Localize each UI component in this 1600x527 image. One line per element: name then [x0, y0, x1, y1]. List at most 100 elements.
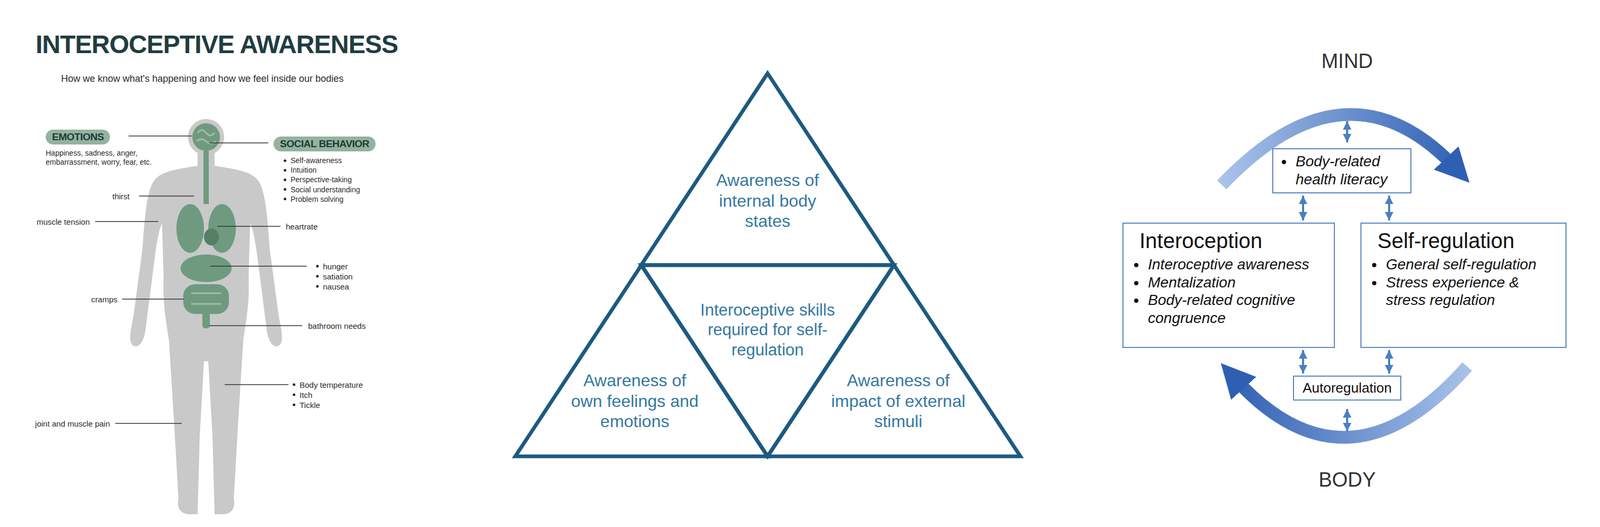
double-arrow	[1301, 350, 1305, 374]
bullet-label: Tickle	[292, 400, 321, 410]
cycle-arrows	[1234, 366, 1468, 438]
body-silhouette	[130, 152, 283, 515]
bullet-label: nausea	[316, 282, 350, 292]
label-text: hunger	[322, 261, 348, 271]
bullet-dot	[316, 285, 319, 288]
bullet-text: Mentalization	[1147, 273, 1236, 292]
box-heading: Interoception	[1139, 227, 1327, 254]
organs	[176, 203, 204, 253]
leader-lines	[210, 265, 307, 267]
bullet-row: Body-related cognitive congruence	[1130, 291, 1327, 327]
label-text: Tickle	[299, 400, 321, 410]
bullet-dot	[283, 188, 287, 191]
triangle-text: Interoceptive skills required for self-r…	[682, 300, 853, 360]
bullet-text: Self-awareness	[290, 155, 343, 166]
annotation-label: BODY	[1318, 468, 1376, 492]
bullet-dot	[283, 178, 287, 182]
bullet-row: Self-awareness	[283, 155, 376, 166]
bullet-dot	[316, 265, 319, 268]
label-text: How we know what's happening and how we …	[61, 73, 344, 85]
triangle-outline	[767, 265, 1021, 457]
leader-lines	[217, 225, 281, 227]
literacy-box: Body-related health literacy	[1272, 148, 1412, 194]
bullet-text: Intuition	[290, 165, 317, 175]
bullet-text: Problem solving	[290, 194, 344, 204]
triangle-outline	[641, 265, 895, 457]
bullet-row: Interoceptive awareness	[1130, 255, 1327, 274]
leader-lines	[122, 298, 184, 300]
annotation-label: heartrate	[285, 222, 318, 232]
diagram-title: INTEROCEPTIVE AWARENESS	[35, 29, 398, 59]
bullet-dot	[292, 403, 296, 407]
bullet-row: General self-regulation	[1368, 255, 1559, 274]
organs	[208, 203, 236, 253]
triangle-outline	[641, 265, 895, 457]
label-text: BODY	[1318, 468, 1376, 492]
annotation-label: joint and muscle pain	[35, 419, 110, 429]
label-text: Body temperature	[299, 380, 363, 390]
bullet-dot	[1281, 159, 1287, 165]
bullet-dot	[283, 159, 287, 163]
bullet-row: Problem solving	[283, 194, 376, 204]
label-text: Itch	[299, 390, 313, 400]
bullet-label: Body temperature	[292, 380, 363, 390]
bullet-row: Intuition	[283, 165, 376, 175]
triangle-segment: Awareness of own feelings and emotions	[515, 265, 768, 457]
organs	[203, 228, 219, 246]
triangle-text: Awareness of impact of external stimuli	[826, 370, 970, 432]
triangle-outline	[641, 73, 895, 266]
bullet-label: Itch	[292, 390, 313, 400]
annotation-label: muscle tension	[36, 217, 90, 227]
bullet-dot	[1372, 262, 1377, 268]
bullet-label: hunger	[316, 261, 348, 271]
label-text: muscle tension	[36, 217, 90, 227]
bullet-dot	[1134, 298, 1139, 303]
triangle-segment: Awareness of internal body states	[641, 73, 895, 266]
organs	[203, 150, 209, 204]
triangle-text: Awareness of own feelings and emotions	[568, 370, 702, 432]
bullet-row: Stress experience & stress regulation	[1368, 273, 1559, 310]
annotation-label: cramps	[91, 294, 118, 304]
label-text: joint and muscle pain	[35, 419, 110, 429]
annotation-label: thirst	[112, 191, 130, 201]
bullet-dot	[292, 393, 296, 397]
mind-body-arrows	[1346, 121, 1349, 143]
mind-body-arrows	[1346, 409, 1349, 432]
bullet-dot	[1134, 281, 1139, 286]
concept-box: Self-regulationGeneral self-regulationSt…	[1360, 222, 1567, 348]
bullet-label: satiation	[316, 271, 353, 282]
organs	[183, 284, 229, 314]
bullet-text: Interoceptive awareness	[1147, 255, 1310, 274]
annotation-label: MIND	[1321, 49, 1373, 73]
bullet-dot	[1372, 281, 1377, 286]
label-text: thirst	[112, 191, 130, 201]
center-triangle: Interoceptive skills required for self-r…	[641, 265, 895, 457]
triangle-outline	[515, 265, 768, 457]
label-text: heartrate	[285, 222, 318, 232]
double-arrow	[1301, 195, 1305, 221]
body-silhouette	[130, 118, 283, 515]
label-text: MIND	[1321, 49, 1373, 73]
heading-pill: SOCIAL BEHAVIOR	[273, 136, 376, 152]
bullet-dot	[316, 275, 319, 278]
bullet-text: Body-related cognitive congruence	[1147, 291, 1327, 327]
organs	[202, 311, 210, 329]
triangle-outline	[641, 73, 895, 266]
leader-lines	[209, 325, 303, 327]
double-arrow	[1388, 195, 1391, 221]
bullet-text: General self-regulation	[1385, 255, 1537, 274]
leader-lines	[115, 422, 182, 424]
bullet-text: Perspective-taking	[290, 174, 352, 185]
bullet-dot	[1134, 262, 1139, 268]
box-text: Autoregulation	[1302, 379, 1392, 397]
organs	[196, 130, 216, 144]
leader-lines	[224, 384, 289, 386]
label-text: cramps	[91, 294, 118, 304]
body-silhouette	[188, 118, 225, 156]
double-arrow	[1388, 350, 1391, 374]
heading-pill: EMOTIONS	[45, 129, 110, 145]
bullet-text: Social understanding	[290, 184, 361, 195]
leader-lines	[139, 195, 194, 197]
social-behavior-callout: SOCIAL BEHAVIOR Self-awarenessIntuitionPe…	[273, 136, 376, 204]
